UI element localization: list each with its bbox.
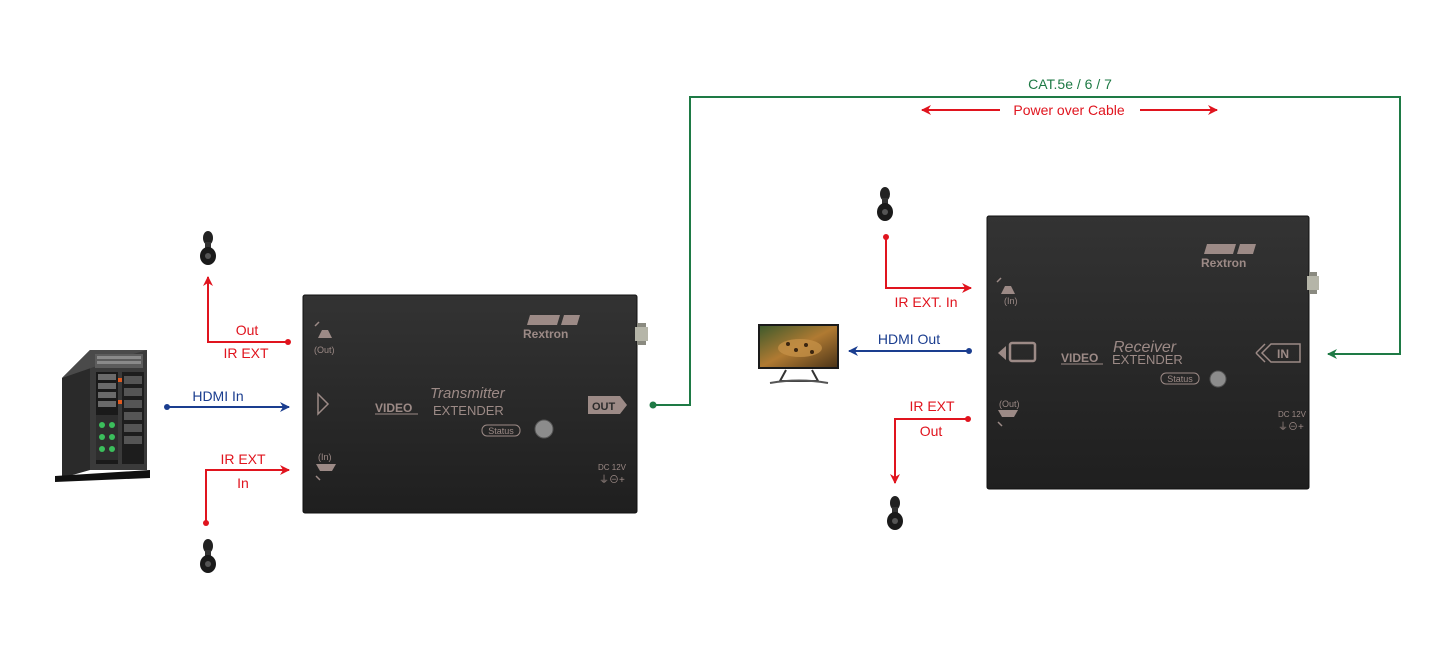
power-label: Power over Cable bbox=[1013, 102, 1124, 118]
tx-hdmi-in-connection: HDMI In bbox=[164, 388, 290, 412]
transmitter-out-label: OUT bbox=[592, 401, 616, 413]
tx-ir-receiver-icon bbox=[200, 539, 216, 573]
receiver-in-port: IN bbox=[1255, 343, 1301, 363]
transmitter-hdmi-in-icon bbox=[317, 392, 330, 416]
transmitter-out-port: OUT bbox=[588, 396, 627, 414]
tx-ir-emitter-icon bbox=[200, 231, 216, 265]
cable-label: CAT.5e / 6 / 7 bbox=[1028, 76, 1112, 92]
receiver-ir-in-label: (In) bbox=[1004, 296, 1018, 306]
rx-ir-in-connection: IR EXT. In bbox=[883, 234, 972, 310]
receiver-in-label: IN bbox=[1277, 347, 1289, 361]
receiver-title-video: VIDEO bbox=[1061, 351, 1098, 365]
tx-ir-in-connection: IR EXT In bbox=[203, 451, 290, 526]
tx-ir-out-top-label: Out bbox=[236, 322, 259, 338]
tx-hdmi-in-label: HDMI In bbox=[192, 388, 243, 404]
tx-ir-in-top-label: IR EXT bbox=[220, 451, 266, 467]
receiver-device: Rextron (In) (Out) Receiver VIDEO EXTEND… bbox=[986, 215, 1319, 490]
rx-ir-out-top-label: IR EXT bbox=[909, 398, 955, 414]
receiver-ir-out-label: (Out) bbox=[999, 399, 1020, 409]
rx-ir-out-connection: IR EXT Out bbox=[890, 398, 971, 484]
receiver-dc-symbol: ⏚⊖+ bbox=[1278, 421, 1304, 433]
server-tower-icon bbox=[55, 350, 150, 482]
receiver-ir-out-port: (Out) bbox=[997, 399, 1020, 427]
transmitter-rextron-logo: Rextron bbox=[523, 315, 580, 341]
receiver-hdmi-out-icon bbox=[998, 341, 1037, 363]
receiver-ir-in-port: (In) bbox=[996, 277, 1018, 306]
transmitter-status-label: Status bbox=[488, 426, 514, 436]
rx-ir-receiver-icon bbox=[877, 187, 893, 221]
transmitter-dc-port: DC 12V ⏚⊖+ bbox=[598, 463, 627, 486]
transmitter-title-extender: EXTENDER bbox=[433, 403, 504, 418]
receiver-brand: Rextron bbox=[1201, 256, 1246, 270]
rx-ir-in-label: IR EXT. In bbox=[894, 294, 957, 310]
transmitter-brand: Rextron bbox=[523, 327, 568, 341]
transmitter-ir-in-port: (In) bbox=[315, 452, 336, 481]
rx-ir-emitter-icon bbox=[887, 496, 903, 530]
receiver-status-led bbox=[1209, 370, 1227, 388]
tx-ir-out-connection: Out IR EXT bbox=[203, 276, 291, 361]
transmitter-device: Rextron (Out) (In) Transmitter VIDEO EXT… bbox=[302, 294, 648, 514]
transmitter-status-led bbox=[534, 419, 554, 439]
transmitter-dc-label: DC 12V bbox=[598, 463, 627, 472]
power-over-cable: Power over Cable bbox=[921, 102, 1218, 118]
transmitter-ir-out-label: (Out) bbox=[314, 345, 335, 355]
receiver-title-extender: EXTENDER bbox=[1112, 352, 1183, 367]
tx-ir-out-bottom-label: IR EXT bbox=[223, 345, 269, 361]
transmitter-ir-out-port: (Out) bbox=[314, 321, 335, 355]
rx-ir-out-bottom-label: Out bbox=[920, 423, 943, 439]
tx-ir-in-bottom-label: In bbox=[237, 475, 249, 491]
receiver-dc-port: DC 12V ⏚⊖+ bbox=[1278, 410, 1307, 433]
transmitter-title-video: VIDEO bbox=[375, 401, 412, 415]
receiver-title-script: Receiver bbox=[1113, 339, 1177, 356]
receiver-rextron-logo: Rextron bbox=[1201, 244, 1256, 270]
receiver-status-label: Status bbox=[1167, 374, 1193, 384]
monitor-icon bbox=[758, 324, 839, 384]
transmitter-title-script: Transmitter bbox=[430, 385, 506, 402]
rx-hdmi-out-label: HDMI Out bbox=[878, 331, 940, 347]
receiver-dc-label: DC 12V bbox=[1278, 410, 1307, 419]
rx-hdmi-out-connection: HDMI Out bbox=[848, 331, 972, 356]
cable-connection: CAT.5e / 6 / 7 bbox=[649, 76, 1401, 409]
transmitter-ir-in-label: (In) bbox=[318, 452, 332, 462]
transmitter-dc-symbol: ⏚⊖+ bbox=[599, 474, 625, 486]
